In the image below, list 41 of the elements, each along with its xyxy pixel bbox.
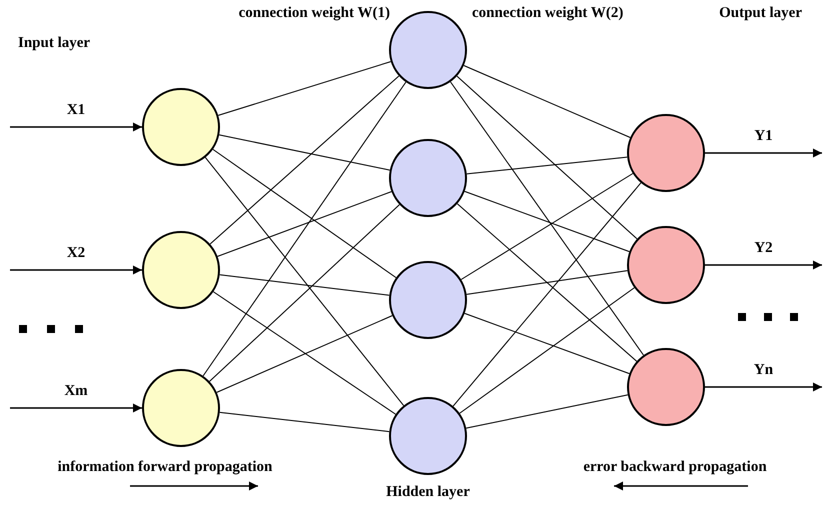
arrow — [10, 404, 142, 412]
connection-line — [212, 148, 397, 278]
edge-label: Y1 — [753, 129, 774, 144]
layer-label: Input layer — [18, 34, 92, 53]
layer-label: connection weight W(1) — [238, 4, 390, 23]
arrow — [705, 148, 822, 158]
layer-label: connection weight W(2) — [472, 4, 624, 23]
connection-line — [212, 291, 396, 415]
connection-line — [450, 81, 644, 356]
connection-line — [217, 191, 392, 257]
layer-label: error backward propagation — [582, 458, 768, 477]
arrow — [705, 260, 822, 270]
connection-line — [466, 156, 628, 174]
connection-line — [216, 315, 393, 393]
edge-label: X1 — [66, 103, 86, 118]
hidden-neuron — [389, 11, 467, 89]
edge-label: Xm — [63, 384, 89, 399]
connection-line — [460, 173, 634, 280]
connection-line — [452, 182, 642, 407]
edge-label: Yn — [752, 363, 774, 378]
connection-line — [459, 287, 635, 414]
connection-line — [463, 65, 631, 138]
connection-line — [466, 270, 628, 295]
connection-line — [202, 82, 406, 376]
edge-label: X2 — [66, 246, 86, 261]
connection-line — [456, 76, 638, 240]
layer-label: information forward propagation — [56, 458, 274, 477]
arrow — [705, 382, 822, 392]
connection-line — [219, 412, 390, 432]
connection-line — [204, 156, 404, 406]
arrow — [10, 122, 142, 132]
arrow — [10, 266, 142, 274]
connection-line — [210, 75, 400, 245]
layer-label: Output layer — [718, 4, 802, 23]
connection-line — [456, 203, 638, 362]
connection-line — [218, 134, 390, 171]
connection-line — [466, 394, 628, 429]
layer-label: Hidden layer — [385, 483, 471, 502]
connection-line — [209, 204, 400, 382]
connection-line — [219, 274, 390, 296]
edge-label: Y2 — [753, 241, 774, 256]
